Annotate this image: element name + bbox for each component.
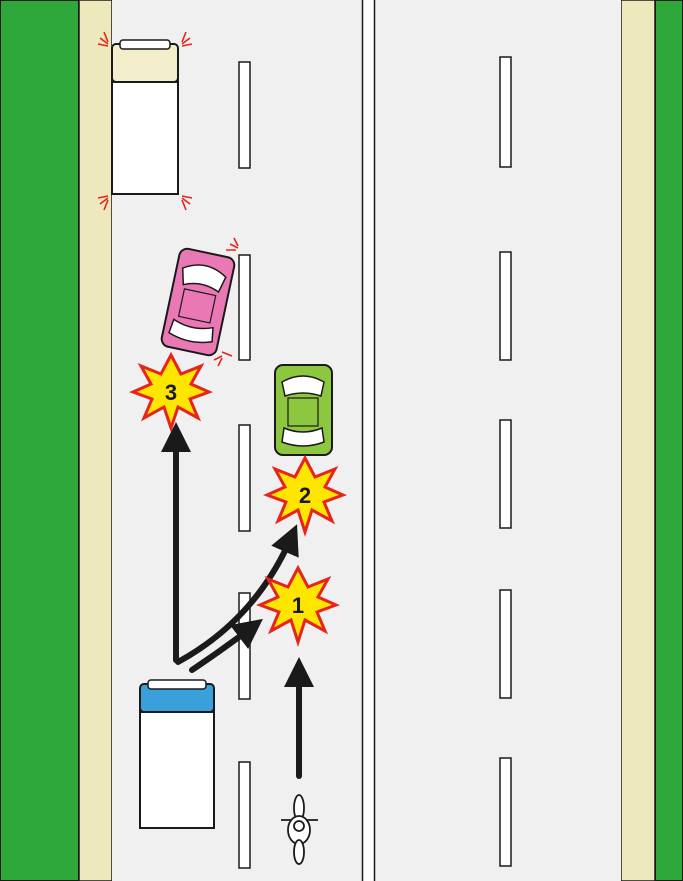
green-car — [275, 365, 332, 455]
parked-truck — [112, 40, 178, 194]
right-grass — [655, 0, 683, 881]
left-shoulder — [79, 0, 112, 881]
right-carriageway — [375, 0, 621, 881]
collision-number-1: 1 — [292, 593, 304, 618]
moving-truck — [140, 680, 214, 828]
collision-3: 3 — [133, 355, 209, 428]
left-grass — [0, 0, 79, 881]
collision-number-2: 2 — [299, 483, 311, 508]
right-shoulder — [621, 0, 655, 881]
collision-2: 2 — [267, 458, 343, 532]
collision-number-3: 3 — [165, 380, 177, 405]
median-line — [362, 0, 375, 881]
collision-1: 1 — [260, 568, 336, 642]
